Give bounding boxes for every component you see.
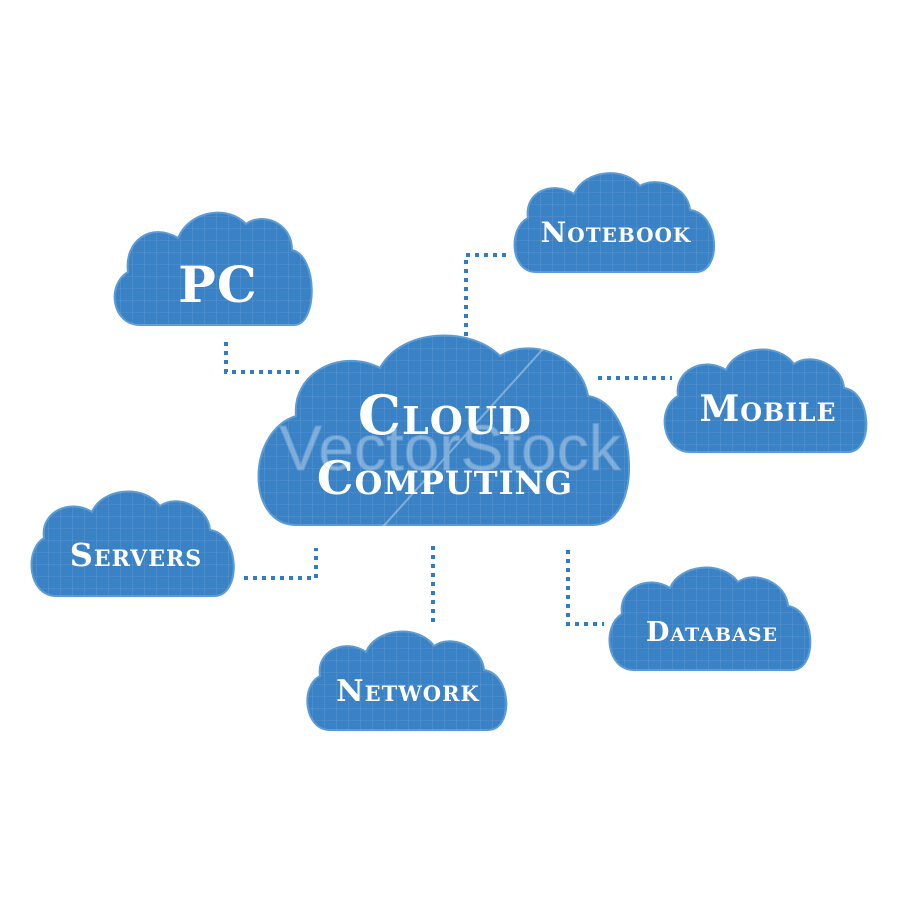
watermark-text: VectorStock xyxy=(279,412,622,484)
connector-database xyxy=(566,550,604,626)
cloud-grid-overlay xyxy=(609,567,811,670)
center-title-line1: Cloud xyxy=(358,383,532,447)
cloud-servers: Servers xyxy=(30,490,235,597)
cloud-grid-overlay xyxy=(31,491,234,596)
cloud-grid-overlay xyxy=(258,335,630,525)
cloud-grid-overlay xyxy=(664,349,867,452)
cloud-mobile: Mobile xyxy=(663,348,868,453)
center-title-line2: Computing xyxy=(317,451,573,505)
cloud-network: Network xyxy=(306,630,508,731)
node-label-pc: PC xyxy=(178,255,257,314)
cloud-center: Cloud Computing xyxy=(257,334,630,526)
cloud-pc: PC xyxy=(113,211,313,326)
connector-notebook xyxy=(464,253,510,336)
watermark: VectorStock xyxy=(279,329,622,531)
watermark-slash xyxy=(379,329,561,531)
cloud-grid-overlay xyxy=(514,173,715,272)
cloud-notebook: Notebook xyxy=(513,172,716,273)
connector-servers xyxy=(244,548,318,580)
node-label-mobile: Mobile xyxy=(699,388,836,430)
node-label-database: Database xyxy=(646,617,778,648)
node-label-notebook: Notebook xyxy=(541,216,692,249)
cloud-database: Database xyxy=(608,566,812,671)
cloud-grid-overlay xyxy=(114,212,312,325)
connector-pc xyxy=(224,342,302,374)
node-label-network: Network xyxy=(336,674,480,709)
connectors xyxy=(224,253,672,626)
cloud-grid-overlay xyxy=(307,631,507,730)
node-label-servers: Servers xyxy=(70,536,202,574)
